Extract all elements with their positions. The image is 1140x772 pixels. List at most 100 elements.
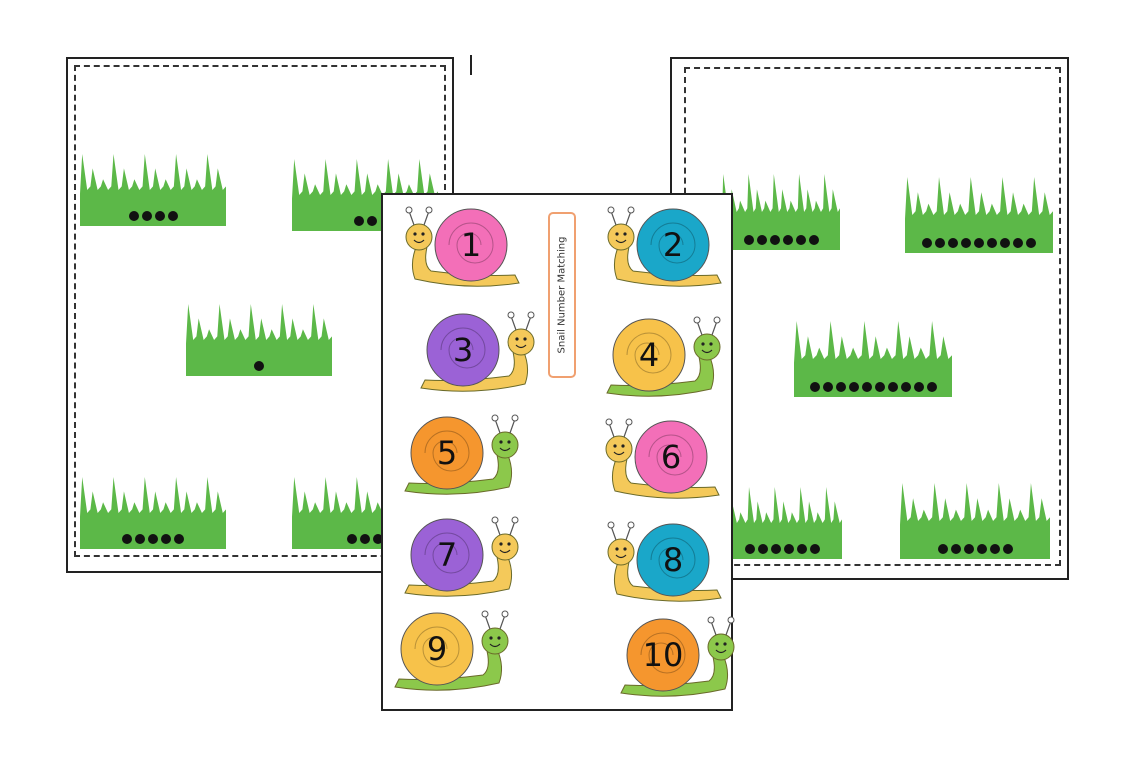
snail-number: 1 <box>460 226 482 264</box>
snail-icon <box>607 521 722 602</box>
count-dot <box>1026 238 1036 248</box>
count-dot <box>822 382 833 392</box>
snail-card-4[interactable]: 4 <box>599 315 729 405</box>
count-dot <box>783 544 794 554</box>
count-dot <box>353 216 364 226</box>
snail-icon <box>405 206 520 287</box>
grass-card <box>722 487 842 559</box>
page-title: Snail Number Matching <box>556 236 568 354</box>
count-dot <box>161 534 171 544</box>
count-dot <box>974 238 984 248</box>
count-dot <box>1002 544 1013 554</box>
count-dot <box>254 361 264 371</box>
snail-number: 5 <box>436 434 458 472</box>
count-dot <box>770 544 781 554</box>
count-dot <box>900 382 911 392</box>
count-dot <box>950 544 961 554</box>
count-dot <box>937 544 948 554</box>
count-dot <box>935 238 945 248</box>
grass-card <box>900 483 1050 559</box>
snail-number: 4 <box>638 336 660 374</box>
grass-card <box>186 304 332 376</box>
dot-count <box>722 235 840 245</box>
dot-count <box>794 382 952 392</box>
count-dot <box>148 534 158 544</box>
dot-count <box>292 216 438 226</box>
count-dot <box>963 544 974 554</box>
count-dot <box>861 382 872 392</box>
count-dot <box>373 534 383 544</box>
dot-count <box>186 361 332 371</box>
count-dot <box>128 211 139 221</box>
dot-count <box>905 238 1053 248</box>
dot-count <box>80 211 226 221</box>
count-dot <box>913 382 924 392</box>
grass-card <box>80 477 226 549</box>
count-dot <box>360 534 370 544</box>
count-dot <box>141 211 152 221</box>
snail-number: 8 <box>662 541 684 579</box>
snail-card-7[interactable]: 7 <box>397 515 527 605</box>
count-dot <box>887 382 898 392</box>
count-dot <box>366 216 377 226</box>
grass-icon <box>794 321 952 397</box>
grass-icon <box>722 174 840 250</box>
snail-icon <box>394 610 509 691</box>
count-dot <box>122 534 132 544</box>
dot-count <box>900 544 1050 554</box>
count-dot <box>796 544 807 554</box>
snail-card-8[interactable]: 8 <box>599 520 729 610</box>
count-dot <box>926 382 937 392</box>
snail-icon <box>605 418 720 499</box>
count-dot <box>782 235 793 245</box>
snail-card-9[interactable]: 9 <box>387 609 517 699</box>
snail-icon <box>606 316 721 397</box>
count-dot <box>743 235 754 245</box>
count-dot <box>976 544 987 554</box>
count-dot <box>347 534 357 544</box>
count-dot <box>1013 238 1023 248</box>
count-dot <box>961 238 971 248</box>
snail-card-10[interactable]: 10 <box>613 615 743 705</box>
snail-card-2[interactable]: 2 <box>599 205 729 295</box>
count-dot <box>769 235 780 245</box>
count-dot <box>835 382 846 392</box>
grass-card <box>905 177 1053 253</box>
snail-card-6[interactable]: 6 <box>597 417 727 507</box>
snail-card-1[interactable]: 1 <box>397 205 527 295</box>
count-dot <box>154 211 165 221</box>
count-dot <box>808 235 819 245</box>
count-dot <box>174 534 184 544</box>
right-worksheet <box>670 57 1069 580</box>
snail-number: 3 <box>452 331 474 369</box>
title-label: Snail Number Matching <box>548 212 576 378</box>
snail-number: 10 <box>642 636 684 674</box>
count-dot <box>989 544 1000 554</box>
snail-icon <box>607 206 722 287</box>
snail-number: 2 <box>662 226 684 264</box>
count-dot <box>795 235 806 245</box>
count-dot <box>756 235 767 245</box>
count-dot <box>809 382 820 392</box>
snail-icon <box>620 616 735 697</box>
dot-count <box>80 534 226 544</box>
count-dot <box>135 534 145 544</box>
count-dot <box>167 211 178 221</box>
grass-card <box>722 174 840 250</box>
snail-icon <box>404 516 519 597</box>
count-dot <box>987 238 997 248</box>
count-dot <box>809 544 820 554</box>
count-dot <box>757 544 768 554</box>
grass-icon <box>80 154 226 226</box>
count-dot <box>874 382 885 392</box>
dot-count <box>722 544 842 554</box>
snail-icon <box>420 311 535 392</box>
snail-card-3[interactable]: 3 <box>413 310 543 400</box>
count-dot <box>948 238 958 248</box>
count-dot <box>848 382 859 392</box>
count-dot <box>1000 238 1010 248</box>
dot-count <box>292 534 438 544</box>
snail-icon <box>404 414 519 495</box>
snail-card-5[interactable]: 5 <box>397 413 527 503</box>
